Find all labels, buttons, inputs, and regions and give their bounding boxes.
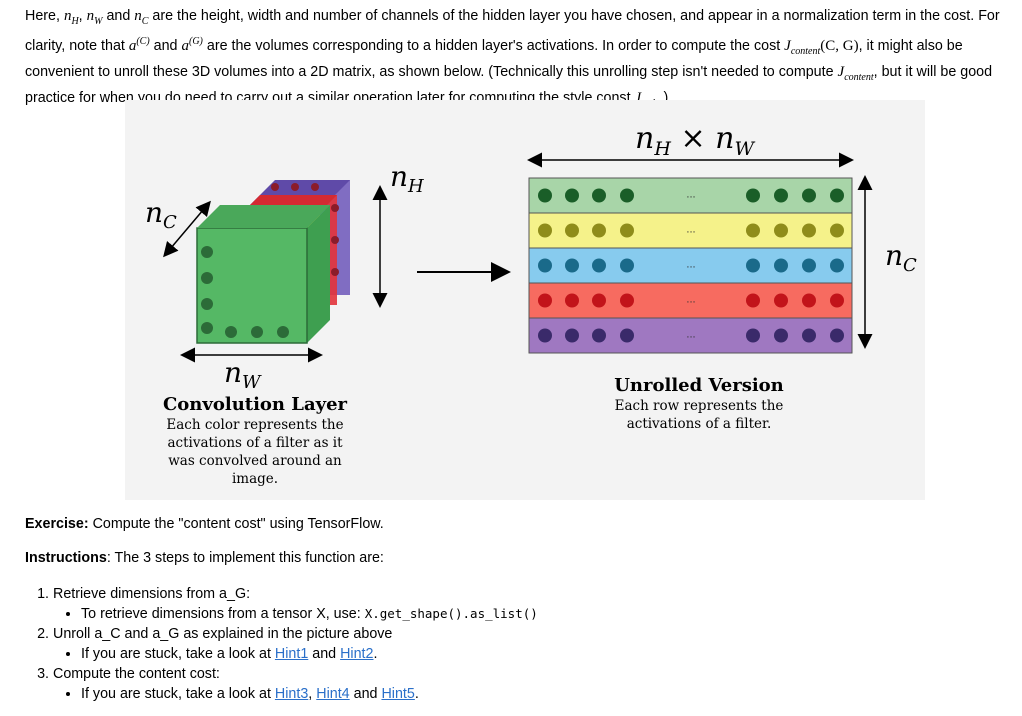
row-5-dot-5 xyxy=(746,328,760,343)
matrix-row-5 xyxy=(528,317,853,354)
math-nw: nW xyxy=(86,8,103,27)
row-5-dot-6 xyxy=(774,328,788,343)
row-3-dot-7 xyxy=(802,258,816,273)
label-nw: nW xyxy=(224,356,262,393)
label-nc-right: nC xyxy=(885,239,917,276)
unrolled-matrix: ............... xyxy=(528,177,853,354)
matrix-row-4 xyxy=(528,282,853,319)
nc-arrow xyxy=(163,200,211,258)
hint5-link[interactable]: Hint5 xyxy=(381,686,415,702)
row-4-dot-5 xyxy=(746,293,760,308)
steps-list: Retrieve dimensions from a_G: To retriev… xyxy=(25,584,953,704)
conv-desc-2: activations of a filter as it xyxy=(167,435,343,451)
unrolling-diagram: nC nH nW Convolution Layer Each color re… xyxy=(145,121,917,487)
row-4-dot-4 xyxy=(620,293,634,308)
code-get-shape: X.get_shape().as_list() xyxy=(364,606,538,621)
row-1-dot-8 xyxy=(830,188,844,203)
intro-paragraph: Here, nH, nW and nC are the height, widt… xyxy=(25,8,1000,109)
row-3-dot-6 xyxy=(774,258,788,273)
volume-dots xyxy=(201,246,289,338)
hint2-link[interactable]: Hint2 xyxy=(340,646,374,662)
row-2-dot-7 xyxy=(802,223,816,238)
row-4-ellipsis: ... xyxy=(686,294,695,306)
conv-title: Convolution Layer xyxy=(163,394,348,415)
math-j-content-cg: Jcontent(C, G) xyxy=(784,38,859,57)
row-4-dot-8 xyxy=(830,293,844,308)
row-2-dot-5 xyxy=(746,223,760,238)
row-4-dot-3 xyxy=(592,293,606,308)
unrolling-figure: nC nH nW Convolution Layer Each color re… xyxy=(125,100,925,500)
matrix-row-2 xyxy=(528,212,853,249)
row-3-dot-1 xyxy=(538,258,552,273)
unrolled-desc-1: Each row represents the xyxy=(615,398,784,414)
conv-desc-1: Each color represents the xyxy=(166,417,343,433)
label-nh: nH xyxy=(390,160,424,197)
step-2-detail: If you are stuck, take a look at Hint1 a… xyxy=(81,644,953,664)
row-3-dot-3 xyxy=(592,258,606,273)
label-nh-x-nw: nH × nW xyxy=(635,121,755,160)
row-5-dot-4 xyxy=(620,328,634,343)
row-2-dot-4 xyxy=(620,223,634,238)
row-5-dot-3 xyxy=(592,328,606,343)
math-nc: nC xyxy=(134,8,149,27)
row-2-dot-6 xyxy=(774,223,788,238)
row-3-ellipsis: ... xyxy=(686,259,695,271)
row-2-dot-3 xyxy=(592,223,606,238)
row-3-dot-8 xyxy=(830,258,844,273)
step-3-detail: If you are stuck, take a look at Hint3, … xyxy=(81,684,953,704)
math-j-content: Jcontent xyxy=(837,64,874,83)
conv-desc-4: image. xyxy=(232,471,278,487)
row-2-dot-2 xyxy=(565,223,579,238)
row-5-ellipsis: ... xyxy=(686,329,695,341)
row-1-dot-4 xyxy=(620,188,634,203)
row-4-dot-6 xyxy=(774,293,788,308)
row-1-dot-1 xyxy=(538,188,552,203)
row-2-dot-1 xyxy=(538,223,552,238)
row-3-dot-4 xyxy=(620,258,634,273)
row-1-dot-5 xyxy=(746,188,760,203)
row-5-dot-7 xyxy=(802,328,816,343)
step-3: Compute the content cost: If you are stu… xyxy=(53,664,953,704)
row-5-dot-2 xyxy=(565,328,579,343)
unrolled-title: Unrolled Version xyxy=(614,375,784,396)
slab-green xyxy=(196,205,330,344)
row-2-ellipsis: ... xyxy=(686,224,695,236)
conv-desc-3: was convolved around an xyxy=(168,453,342,469)
step-2: Unroll a_C and a_G as explained in the p… xyxy=(53,624,953,664)
row-1-dot-2 xyxy=(565,188,579,203)
row-4-dot-1 xyxy=(538,293,552,308)
exercise-line: Exercise: Compute the "content cost" usi… xyxy=(25,516,384,532)
label-nc-left: nC xyxy=(145,196,177,233)
row-3-dot-2 xyxy=(565,258,579,273)
row-4-dot-2 xyxy=(565,293,579,308)
row-1-ellipsis: ... xyxy=(686,189,695,201)
conv-volume xyxy=(196,180,350,344)
matrix-row-3 xyxy=(528,247,853,284)
math-a-g: a(G) xyxy=(181,36,203,54)
row-2-dot-8 xyxy=(830,223,844,238)
step-1: Retrieve dimensions from a_G: To retriev… xyxy=(53,584,953,624)
row-1-dot-7 xyxy=(802,188,816,203)
math-a-c: a(C) xyxy=(128,36,150,54)
math-nh: nH xyxy=(63,8,79,27)
volume-dots-side xyxy=(271,183,339,276)
hint3-link[interactable]: Hint3 xyxy=(274,686,309,702)
instructions-line: Instructions: The 3 steps to implement t… xyxy=(25,550,384,566)
unrolled-desc-2: activations of a filter. xyxy=(627,416,772,432)
step-1-detail: To retrieve dimensions from a tensor X, … xyxy=(81,604,953,624)
row-1-dot-3 xyxy=(592,188,606,203)
row-5-dot-1 xyxy=(538,328,552,343)
row-4-dot-7 xyxy=(802,293,816,308)
row-1-dot-6 xyxy=(774,188,788,203)
row-3-dot-5 xyxy=(746,258,760,273)
hint4-link[interactable]: Hint4 xyxy=(316,686,350,702)
row-5-dot-8 xyxy=(830,328,844,343)
hint1-link[interactable]: Hint1 xyxy=(274,646,309,662)
